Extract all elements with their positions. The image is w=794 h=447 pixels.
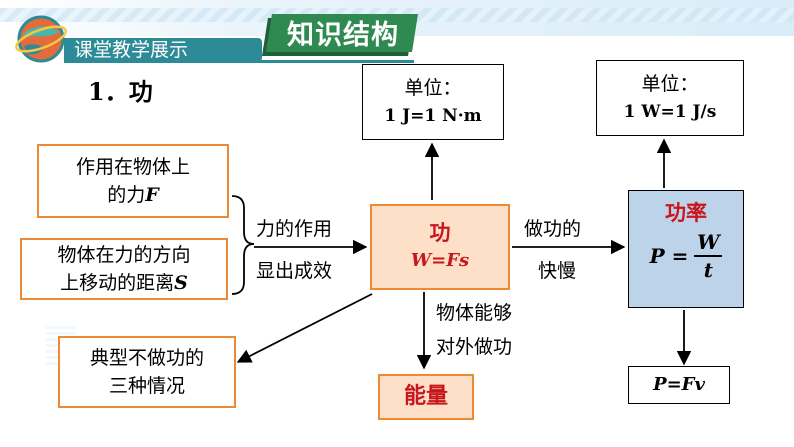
power-numerator: W — [697, 230, 720, 254]
work-box: 功 W=Fs — [370, 204, 510, 290]
globe-icon — [15, 15, 67, 63]
distance-box: 物体在力的方向 上移动的距离S — [20, 238, 228, 300]
section-bar — [64, 38, 262, 62]
section-heading: 1．功 — [88, 77, 153, 106]
unit-label: 单位： — [641, 73, 699, 95]
speed-line-2: 快慢 — [538, 260, 577, 282]
distance-line-1: 物体在力的方向 — [57, 244, 191, 266]
force-box: 作用在物体上 的力F — [37, 144, 229, 218]
no-work-line-1: 典型不做功的 — [89, 347, 204, 369]
pfv-box: P=Fv — [628, 366, 730, 404]
energy-label-line-2: 对外做功 — [436, 336, 513, 358]
force-effect-line-1: 力的作用 — [256, 218, 333, 240]
keyword-title: 知识结构 — [287, 20, 399, 51]
force-line-2: 的力F — [107, 184, 159, 206]
work-title: 功 — [429, 221, 451, 245]
unit-box-work: 单位： 1 J=1 N·m — [362, 64, 504, 140]
brace — [231, 195, 255, 295]
energy-title: 能量 — [403, 384, 448, 409]
unit-box-power: 单位： 1 W=1 J/s — [596, 60, 744, 136]
pfv-formula: P=Fv — [653, 374, 705, 395]
force-symbol: F — [145, 184, 159, 206]
energy-label-line-1: 物体能够 — [436, 302, 513, 324]
unit-label: 单位： — [404, 77, 462, 99]
unit-formula: 1 J=1 N·m — [384, 106, 482, 126]
power-box: 功率 P = W t — [628, 190, 744, 308]
section-title: 课堂教学展示 — [74, 39, 189, 61]
no-work-box: 典型不做功的 三种情况 — [58, 336, 236, 408]
distance-line-2: 上移动的距离S — [60, 272, 188, 294]
keyword-banner — [262, 14, 418, 56]
distance-symbol: S — [174, 272, 188, 294]
force-line-1: 作用在物体上 — [75, 156, 190, 178]
power-denominator: t — [703, 258, 713, 282]
power-title: 功率 — [665, 201, 707, 225]
power-fraction: W t — [694, 229, 723, 283]
fraction-bar — [694, 255, 723, 257]
power-lhs: P = — [649, 244, 689, 268]
header-underline — [64, 60, 414, 63]
speed-line-1: 做功的 — [524, 218, 582, 240]
power-formula: P = W t — [650, 229, 723, 283]
force-effect-line-2: 显出成效 — [256, 260, 333, 282]
energy-box: 能量 — [378, 374, 474, 420]
arrow-to-no-work — [236, 293, 373, 363]
unit-formula: 1 W=1 J/s — [623, 102, 717, 122]
work-formula: W=Fs — [410, 250, 470, 271]
no-work-line-2: 三种情况 — [108, 375, 185, 397]
